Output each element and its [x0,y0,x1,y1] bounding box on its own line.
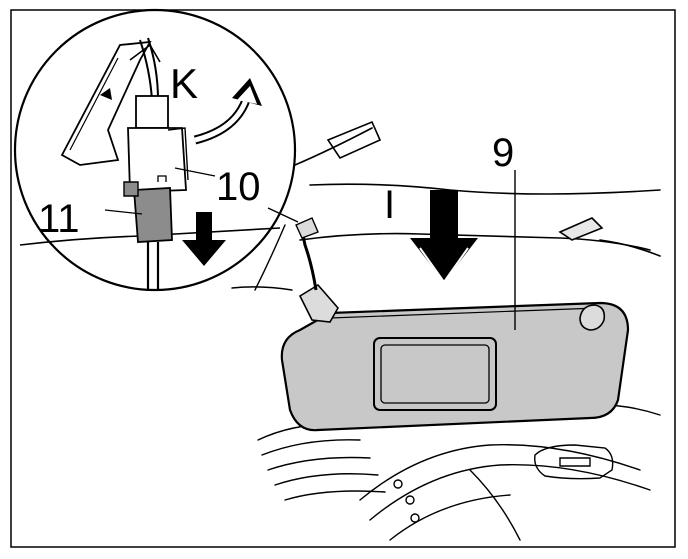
leader-10 [174,167,216,177]
connector-10 [127,127,187,193]
arrow-down-icon [410,190,478,284]
label-11: 11 [38,197,80,241]
visor-hinge [298,283,339,323]
sun-visor [280,217,630,432]
connector-10-top [135,95,169,129]
label-10: 10 [216,165,261,209]
visor-mount-clip [579,304,606,331]
label-i: I [384,183,395,227]
vanity-mirror [373,337,497,411]
roof-lining-lines [294,120,661,257]
label-9: 9 [492,131,514,175]
interior-lower-lines [231,224,661,541]
vent-detail [393,444,614,523]
arrow-down-icon [182,212,226,266]
detail-magnifier [13,8,299,292]
frame [10,9,676,548]
leader-11 [104,209,143,215]
connector-11 [133,187,173,243]
curved-arrow-icon [193,78,262,145]
label-k: K [170,60,198,107]
